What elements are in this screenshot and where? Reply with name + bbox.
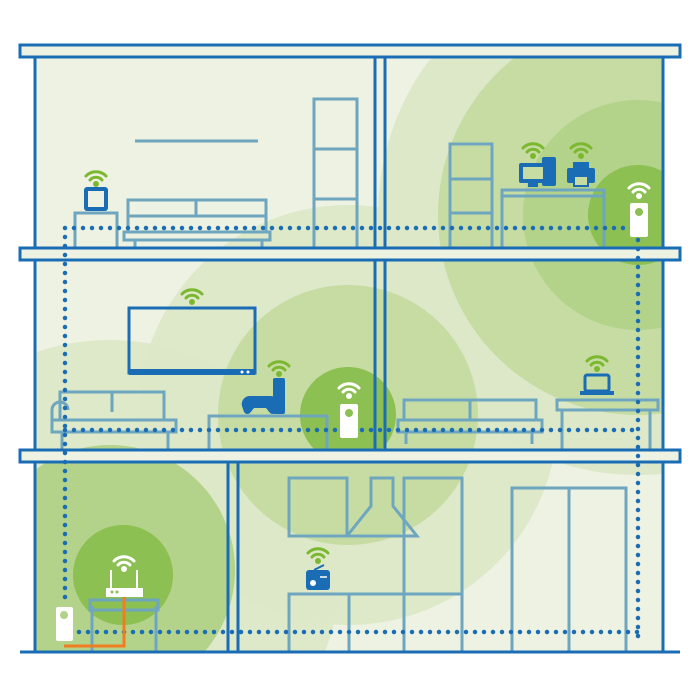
powerline-adapter-base-icon xyxy=(56,607,73,641)
inner-wall-top xyxy=(373,57,387,248)
kitchen-cabinet-upper xyxy=(287,476,349,538)
radio-icon xyxy=(306,547,330,590)
inner-wall-middle xyxy=(373,260,387,450)
tv-stand xyxy=(207,414,329,450)
powerline-connection xyxy=(62,225,641,643)
floor-slab-lower xyxy=(18,448,682,464)
kitchen-counter xyxy=(287,592,462,652)
bookshelf-top-left xyxy=(312,97,359,248)
sofa-middle xyxy=(50,390,178,450)
printer-icon xyxy=(567,142,595,187)
floor-slab-upper xyxy=(18,246,682,262)
sofa-top xyxy=(122,198,272,248)
inner-wall-bottom xyxy=(226,462,240,652)
computer-icon xyxy=(519,142,556,187)
tablet-icon xyxy=(84,170,108,211)
coverage-zones xyxy=(35,57,663,652)
laptop-icon xyxy=(580,355,614,395)
tv-icon xyxy=(127,288,257,375)
bookshelf-top-right xyxy=(448,142,494,248)
gamepad-icon xyxy=(241,360,291,414)
powerline-adapter-top-icon xyxy=(627,182,651,237)
router-table xyxy=(88,598,160,652)
walls xyxy=(33,57,665,652)
powerline-adapter-middle-icon xyxy=(337,382,361,438)
router-icon xyxy=(106,555,143,597)
range-hood xyxy=(343,476,421,538)
wardrobe xyxy=(510,486,628,652)
desk-top xyxy=(500,188,606,248)
roof-slab xyxy=(18,43,682,59)
ethernet-cable xyxy=(64,592,126,648)
